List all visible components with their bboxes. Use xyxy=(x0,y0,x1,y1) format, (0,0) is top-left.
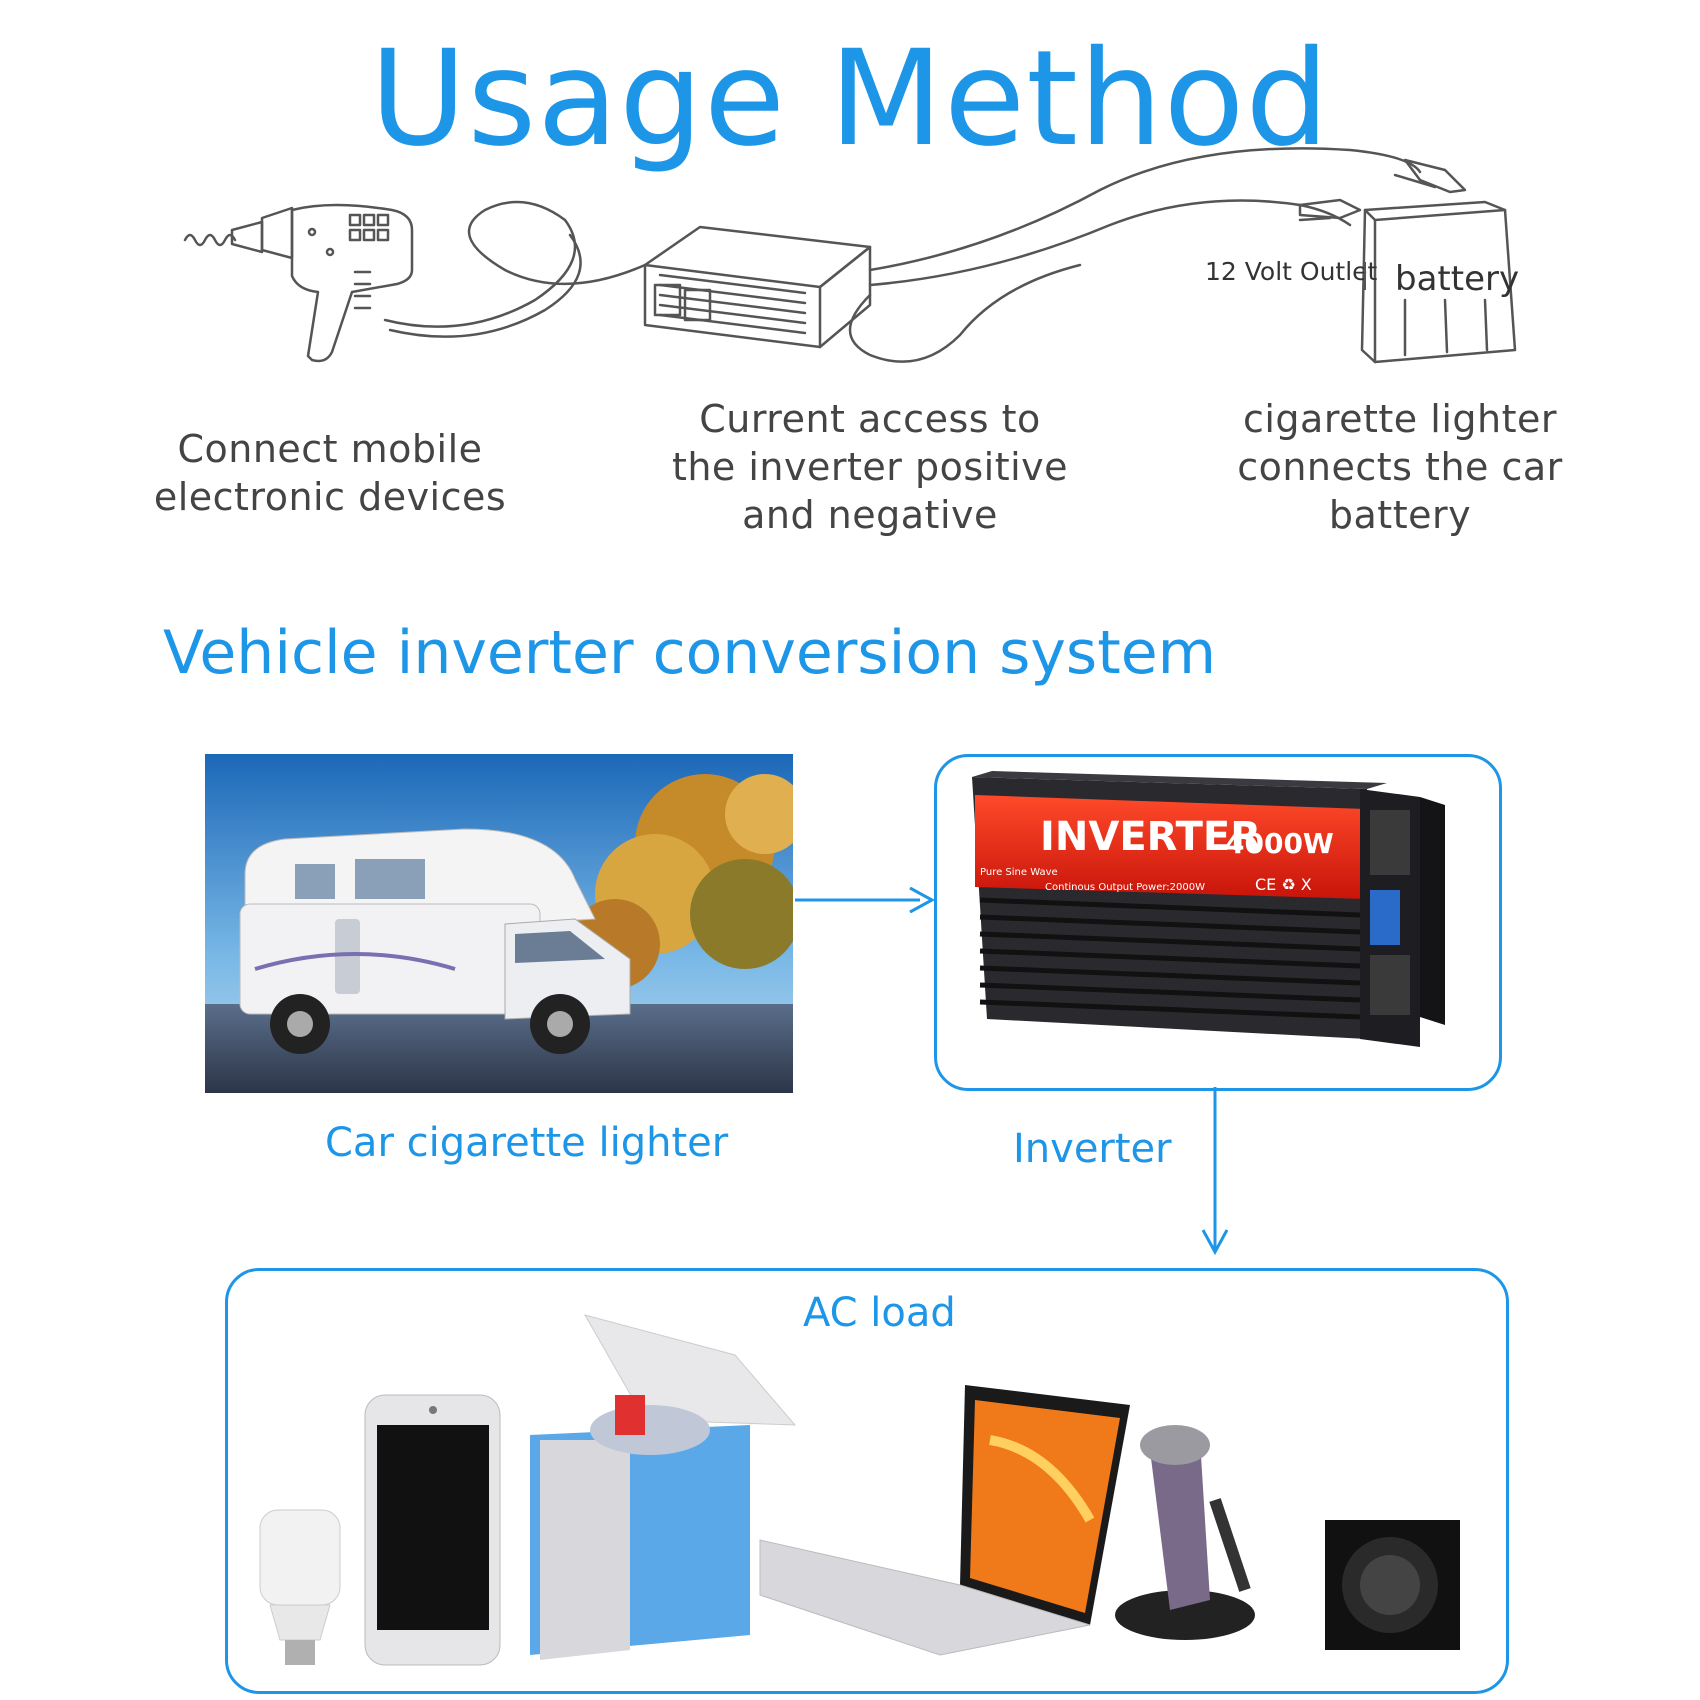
shaver-icon xyxy=(1115,1425,1255,1640)
laptop-icon xyxy=(759,1385,1130,1656)
car-label: Car cigarette lighter xyxy=(325,1120,729,1166)
arrow-to-load xyxy=(1201,1087,1229,1256)
drill-icon xyxy=(183,203,414,363)
arrow-to-inverter xyxy=(795,886,936,914)
ac-load-devices xyxy=(259,1314,1460,1666)
outlet-icon xyxy=(1370,810,1410,875)
inverter-label: Inverter xyxy=(1013,1126,1172,1172)
inverter-power: 4000W xyxy=(1225,827,1334,860)
sketch-inverter-icon xyxy=(643,225,872,349)
page-title: Usage Method xyxy=(369,22,1331,176)
speaker-icon xyxy=(1325,1520,1460,1650)
step-inverter-polarity: Current access to the inverter positive … xyxy=(671,397,1069,537)
outlet-label: 12 Volt Outlet xyxy=(1205,257,1378,286)
section-subtitle: Vehicle inverter conversion system xyxy=(163,618,1217,688)
display-icon xyxy=(1370,890,1400,945)
camper-icon xyxy=(239,828,631,1054)
inverter-marks: CE ♻ X xyxy=(1255,875,1312,894)
cooler-icon xyxy=(530,1314,797,1660)
phone-icon xyxy=(364,1394,501,1666)
tree-icon xyxy=(570,774,793,989)
outlet-icon xyxy=(1370,955,1410,1015)
step-battery-connect: cigarette lighter connects the car batte… xyxy=(1237,397,1563,537)
ac-load-label: AC load xyxy=(803,1290,956,1336)
battery-icon xyxy=(1360,200,1517,364)
inverter-frame xyxy=(934,754,1502,1091)
step-connect-devices: Connect mobile electronic devices xyxy=(153,427,507,519)
inverter-brand: INVERTER xyxy=(1040,814,1261,860)
camper-photo xyxy=(205,754,793,1093)
inverter-spec: Continous Output Power:2000W xyxy=(1045,882,1205,893)
bulb-icon xyxy=(259,1509,341,1665)
inverter-product: INVERTER 4000W Pure Sine Wave Continous … xyxy=(972,771,1445,1047)
battery-label: battery xyxy=(1395,259,1519,299)
inverter-tagline: Pure Sine Wave xyxy=(980,867,1058,878)
ac-load-frame xyxy=(225,1268,1509,1694)
